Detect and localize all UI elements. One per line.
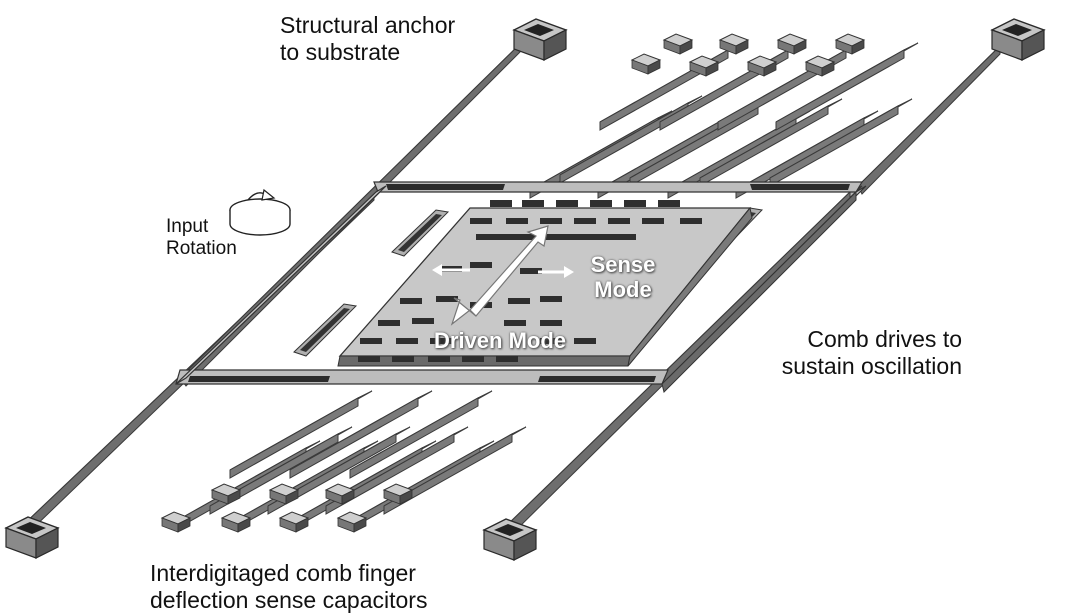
comb-drives-line1: Comb drives to [807, 326, 962, 352]
sense-mode-line2: Mode [594, 277, 652, 302]
sense-capacitors-label: Interdigitaged comb finger deflection se… [150, 560, 427, 614]
top-comb-array [529, 42, 919, 199]
anchor-label-line2: to substrate [280, 39, 401, 65]
sense-mode-line1: Sense [590, 252, 656, 277]
rotation-icon [229, 188, 291, 236]
sense-mode-label: Sense Mode [578, 252, 668, 302]
anchor-label-line1: Structural anchor [280, 12, 456, 38]
bottom-comb-array [177, 390, 527, 529]
anchor-top-left [513, 18, 567, 61]
driven-mode-text: Driven Mode [434, 328, 567, 353]
comb-drives-line2: sustain oscillation [781, 353, 962, 379]
top-anchor-blocks [631, 33, 865, 77]
sense-capacitors-line1: Interdigitaged comb finger [150, 560, 416, 586]
driven-mode-arrow-icon [450, 225, 549, 326]
sense-capacitors-line2: deflection sense capacitors [150, 587, 428, 613]
inner-proof-mass [337, 206, 753, 367]
sense-mode-arrow-icon [432, 264, 574, 278]
input-rotation-line2: Rotation [166, 238, 237, 259]
driven-mode-label: Driven Mode [434, 328, 566, 353]
input-rotation-label: Input Rotation [166, 216, 237, 260]
anchor-label: Structural anchor to substrate [280, 12, 455, 66]
comb-drives-label: Comb drives to sustain oscillation [720, 326, 962, 380]
outer-frame [175, 181, 867, 393]
anchor-bottom-right [483, 518, 537, 561]
input-rotation-line1: Input [166, 216, 209, 237]
anchor-bottom-left [5, 516, 59, 559]
